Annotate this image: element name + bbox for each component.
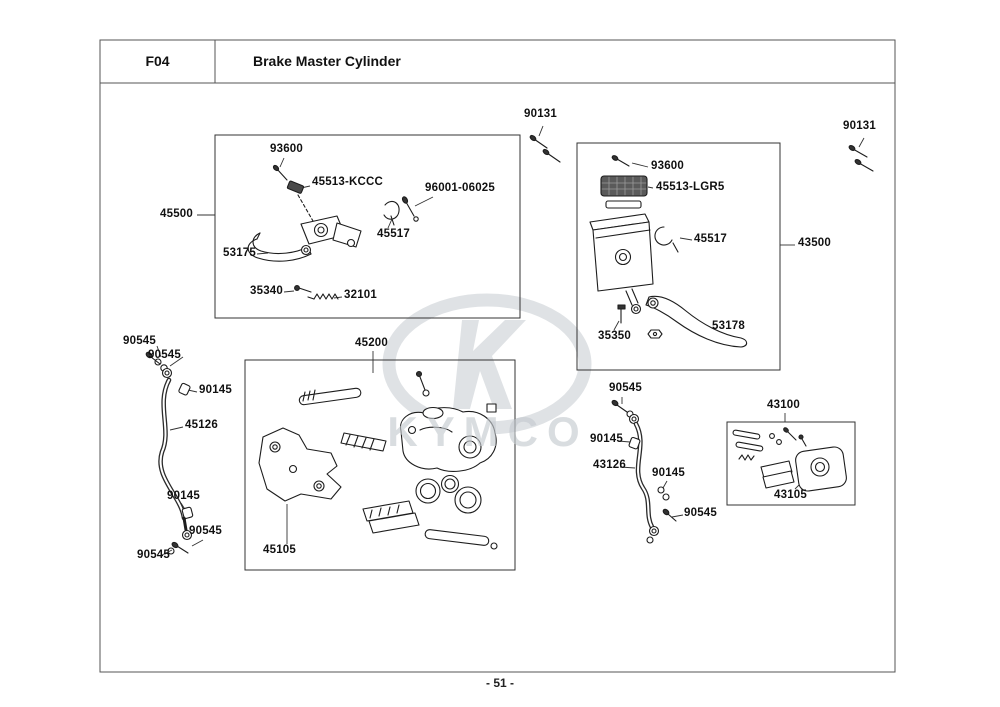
rear-brake-hose-art [611,399,677,544]
part-label-45513-lgr5: 45513-LGR5 [656,181,725,193]
rear-caliper-art [732,427,847,492]
part-label-45200: 45200 [355,337,388,349]
part-label-90131-top: 90131 [524,108,557,120]
part-label-43100: 43100 [767,399,800,411]
detail-boxes [214,134,856,571]
front-master-cylinder-art [247,164,419,300]
rear-master-cylinder-art [589,155,748,348]
part-label-32101: 32101 [344,289,377,301]
part-label-35340: 35340 [250,285,283,297]
section-code: F04 [145,53,170,69]
part-label-90545-r2: 90545 [684,507,717,519]
part-label-90145-r1: 90145 [590,433,623,445]
part-label-53175: 53175 [223,247,256,259]
rear-caliper-box [726,421,856,506]
front-caliper-art [258,370,498,550]
part-label-45517-front: 45517 [377,228,410,240]
part-label-43126: 43126 [593,459,626,471]
part-label-90545-l3: 90545 [189,525,222,537]
part-label-90145-l1: 90145 [199,384,232,396]
part-label-53178: 53178 [712,320,745,332]
watermark-brand: KYMCO [387,408,589,455]
page-title: Brake Master Cylinder [253,53,401,69]
front-master-cylinder-box [214,134,521,319]
part-label-93600-rear: 93600 [651,160,684,172]
part-label-43500: 43500 [798,237,831,249]
page-frame [99,39,896,673]
part-label-90545-l2: 90545 [148,349,181,361]
part-label-35350: 35350 [598,330,631,342]
part-label-45500: 45500 [160,208,193,220]
rear-master-cylinder-box [576,142,781,371]
part-label-90545-l4: 90545 [137,549,170,561]
part-label-43105: 43105 [774,489,807,501]
part-label-45126: 45126 [185,419,218,431]
part-label-93600-front: 93600 [270,143,303,155]
front-brake-hose-art [145,351,194,555]
part-label-90545-l1: 90545 [123,335,156,347]
part-label-45105: 45105 [263,544,296,556]
diagram-art [145,134,874,555]
part-label-96001-06025: 96001-06025 [425,182,495,194]
screws-90131-right-icon [848,144,874,172]
front-caliper-box [244,359,516,571]
part-label-90145-r2: 90145 [652,467,685,479]
part-label-90131-right: 90131 [843,120,876,132]
part-label-90545-r1: 90545 [609,382,642,394]
screws-90131-top-icon [529,134,561,163]
part-label-45513-kccc: 45513-KCCC [312,176,384,188]
part-label-90145-l2: 90145 [167,490,200,502]
page-number: - 51 - [485,676,514,690]
part-label-45517-rear: 45517 [694,233,727,245]
